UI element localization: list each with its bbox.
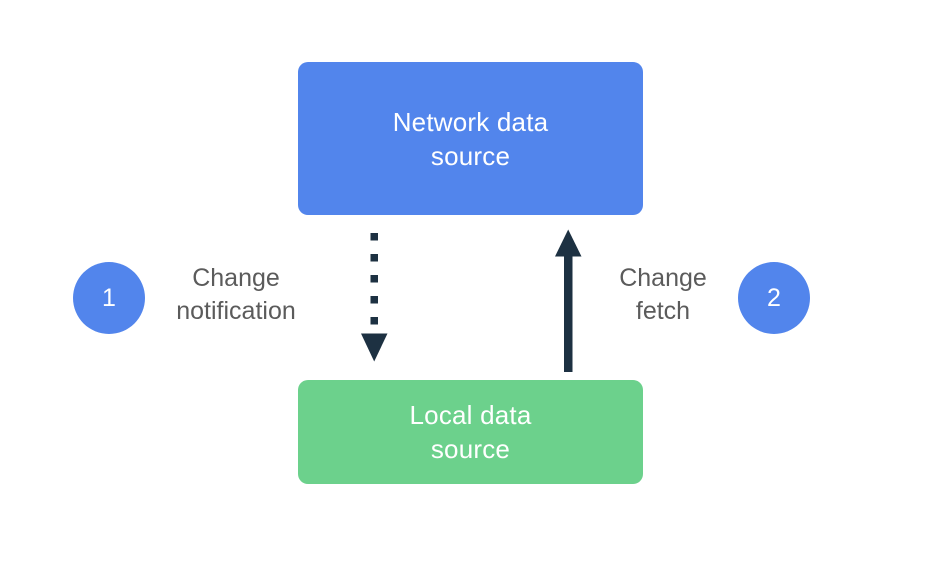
change-fetch-arrow-solid (555, 229, 582, 372)
step-2-badge: 2 (738, 262, 810, 334)
network-data-source-label: Network data source (392, 106, 549, 171)
dotted-arrow-dot (370, 254, 378, 262)
step-1-number: 1 (102, 283, 116, 312)
solid-arrow-shaft (564, 252, 573, 372)
dotted-arrow-dot (370, 317, 378, 325)
step-1-badge: 1 (73, 262, 145, 334)
change-notification-arrow-dotted (361, 233, 388, 362)
local-data-source-node: Local data source (298, 380, 643, 484)
step-2-number: 2 (767, 283, 781, 312)
change-notification-label: Change notification (176, 264, 296, 325)
local-data-source-label: Local data source (409, 400, 532, 464)
dotted-arrow-dot (370, 233, 378, 241)
change-fetch-label: Change fetch (619, 264, 707, 325)
dotted-arrow-head-icon (361, 333, 388, 362)
dotted-arrow-dot (370, 296, 378, 304)
solid-arrow-head-icon (555, 229, 582, 257)
network-data-source-node: Network data source (298, 62, 643, 215)
dotted-arrow-dot (370, 275, 378, 283)
